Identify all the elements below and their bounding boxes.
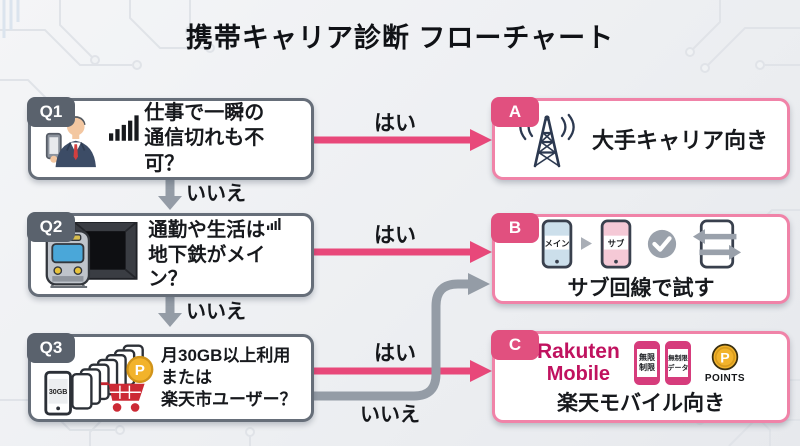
mobile-logo-text: Mobile — [546, 362, 611, 385]
q1-text: 仕事で一瞬の 通信切れも不可？ — [144, 101, 303, 178]
points-coin-letter: P — [720, 349, 729, 365]
rakuten-mobile-logo: Rakuten Mobile — [537, 341, 620, 384]
arrow-q1-to-a — [309, 129, 492, 151]
answer-box-a: A 大手キャリア向き — [491, 97, 790, 180]
arrow-q3-to-b — [306, 273, 490, 401]
question-box-q1: Q1 — [27, 97, 314, 180]
small-right-arrow-icon — [580, 237, 592, 250]
train-tunnel-icon — [45, 222, 138, 288]
main-phone-icon: メイン — [541, 218, 572, 269]
q3-badge: Q3 — [27, 333, 75, 363]
phone2-line1: 無制限 — [668, 353, 688, 362]
c-badge: C — [491, 330, 539, 360]
question-box-q3: Q3 30GB — [27, 333, 314, 422]
main-phone-label: メイン — [544, 238, 569, 248]
edge-label-yes-q1a: はい — [374, 112, 416, 135]
rakuten-points-icon: P POINTS — [705, 342, 745, 384]
b-badge: B — [491, 213, 539, 243]
phone-30gb-label: 30GB — [49, 388, 68, 396]
q1-text-line1: 仕事で一瞬の — [144, 101, 265, 124]
q3-text-line2: または — [161, 367, 212, 387]
signal-bars-icon — [108, 115, 139, 141]
edge-label-yes-q2b: はい — [374, 224, 416, 247]
sub-phone-icon: サブ — [600, 218, 631, 269]
answer-a-label: 大手キャリア向き — [591, 128, 768, 153]
edge-label-no-q1q2: いいえ — [186, 183, 246, 205]
unlimited-data-phone-icon: 無制限 データ — [664, 341, 691, 385]
answer-box-b: B メイン サブ — [491, 213, 790, 304]
page-title: 携帯キャリア診断 フローチャート — [185, 23, 615, 53]
edge-label-no-q2q3: いいえ — [186, 301, 246, 323]
q2-line1-text: 通勤や生活は — [148, 218, 266, 241]
edge-label-no-q3b: いいえ — [360, 404, 420, 426]
answer-box-c: C Rakuten Mobile 無限 制限 — [491, 330, 790, 423]
answer-b-label: サブ回線で試す — [567, 276, 715, 300]
phone-swap-arrows-icon — [692, 218, 741, 269]
q2-text: 通勤や生活は 地下鉄がメイン？ — [148, 217, 303, 293]
q1-badge: Q1 — [27, 97, 75, 127]
point-coin-icon: P — [126, 355, 154, 383]
a-badge: A — [491, 97, 539, 127]
q2-text-line2: 地下鉄がメイン？ — [148, 243, 266, 291]
q1-text-line2: 通信切れも不可？ — [144, 127, 265, 175]
points-text: POINTS — [704, 373, 746, 384]
arrow-q1-to-q2 — [158, 178, 182, 210]
checkmark-circle-icon — [647, 229, 676, 258]
question-box-q2: Q2 通勤や生活は 地下鉄がメイン？ — [27, 212, 314, 297]
arrow-q3-to-c — [309, 360, 492, 382]
phone1-line1: 無限 — [639, 352, 655, 362]
edge-label-yes-q3c: はい — [374, 342, 416, 365]
sub-phone-label: サブ — [607, 238, 624, 248]
phone1-line2: 制限 — [639, 362, 655, 372]
shopping-cart-icon — [100, 382, 145, 412]
phone2-line2: データ — [667, 363, 688, 372]
phone-stack-cart-points-icon: 30GB P — [44, 344, 154, 416]
arrow-q2-to-b — [309, 241, 492, 263]
q3-text-line3: 楽天市ユーザー？ — [161, 390, 297, 410]
rakuten-logo-text: Rakuten — [536, 340, 620, 364]
answer-c-label: 楽天モバイル向き — [557, 392, 725, 415]
coin-p-letter: P — [135, 362, 145, 379]
signal-bars-small-icon — [267, 217, 281, 230]
q2-text-line1: 通勤や生活は — [148, 217, 303, 243]
q3-text: 月30GB以上利用 または 楽天市ユーザー？ — [161, 345, 297, 411]
points-coin-icon: P — [711, 343, 739, 371]
arrow-q2-to-q3 — [158, 295, 182, 327]
unlimited-phone-icon: 無限 制限 — [633, 341, 660, 385]
q2-badge: Q2 — [27, 212, 75, 242]
q3-text-line1: 月30GB以上利用 — [161, 345, 291, 365]
